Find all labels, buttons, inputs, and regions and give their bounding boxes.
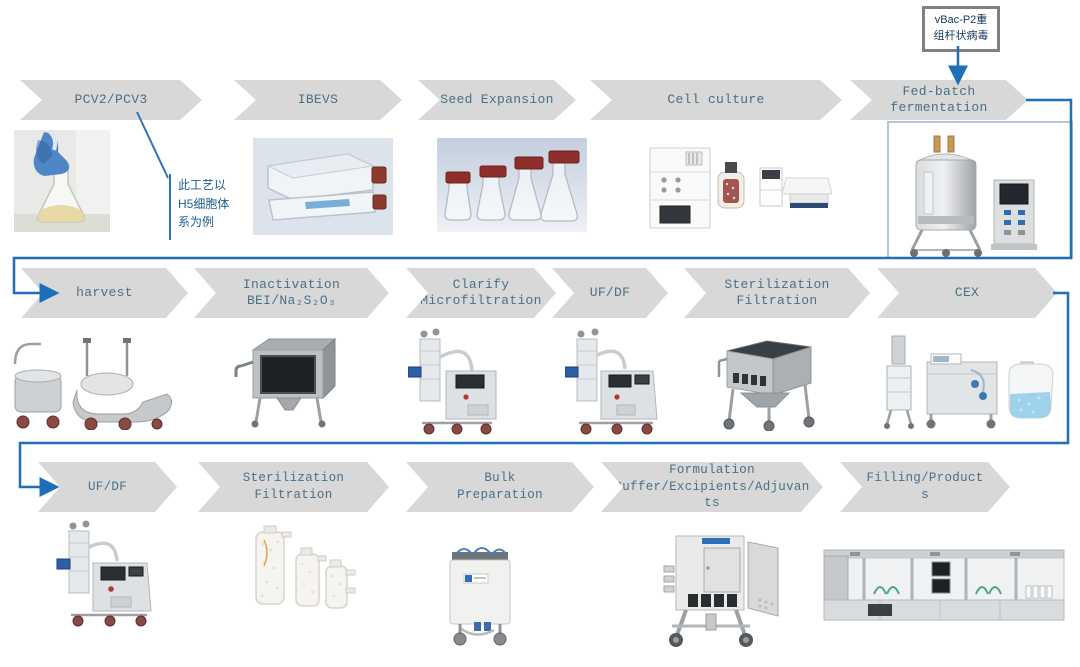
step-label: UF/DF xyxy=(87,479,127,494)
bulk-preparation-tank-image xyxy=(449,547,511,646)
step-arrow-clarify-microfiltration: Clarify Microfiltration xyxy=(406,268,556,318)
filling-line-image xyxy=(823,549,1065,621)
step-label: CEX xyxy=(954,284,980,300)
step-label: Fed-batch fermentation xyxy=(890,83,988,115)
step-arrow-sterilization-filtration-2: Sterilization Filtration xyxy=(198,462,389,512)
cell-flask-image xyxy=(253,138,393,235)
step-label: harvest xyxy=(76,284,133,300)
shake-flasks-image xyxy=(437,138,587,232)
step-arrow-bulk-preparation: Bulk Preparation xyxy=(406,462,594,512)
step-arrow-harvest: harvest xyxy=(21,268,188,318)
step-label: Formulation Buffer/Excipients/Adjuvan ts xyxy=(614,462,810,511)
note-leader-line xyxy=(136,111,171,240)
step-label: Bulk Preparation xyxy=(457,471,543,502)
process-note: 此工艺以 H5细胞体 系为例 xyxy=(178,178,230,230)
formulation-cart-image xyxy=(663,535,779,647)
step-label: Inactivation BEI/Na₂S₂O₃ xyxy=(242,276,341,308)
ufdf-skid-2-image xyxy=(56,520,152,627)
pcv-sample-image xyxy=(14,130,110,232)
filter-capsules-image xyxy=(255,525,356,609)
step-arrow-fed-batch-fermentation: Fed-batch fermentation xyxy=(850,80,1028,120)
step-arrow-seed-expansion: Seed Expansion xyxy=(418,80,576,120)
step-arrow-formulation: Formulation Buffer/Excipients/Adjuvan ts xyxy=(601,462,823,512)
inactivation-tank-image xyxy=(234,337,337,428)
vbac-p2-virus-box: vBac-P2重 组杆状病毒 xyxy=(922,6,1000,52)
step-arrow-inactivation: Inactivation BEI/Na₂S₂O₃ xyxy=(194,268,389,318)
step-label: Seed Expansion xyxy=(440,91,554,107)
step-arrow-cell-culture: Cell culture xyxy=(590,80,842,120)
step-arrow-ufdf-2: UF/DF xyxy=(38,462,177,512)
sterilization-filtration-tank-image xyxy=(717,340,815,431)
step-label: Sterilization Filtration xyxy=(724,276,830,308)
bioreactor-image xyxy=(910,135,1037,257)
vbac-p2-virus-label: vBac-P2重 组杆状病毒 xyxy=(933,14,989,42)
step-label: IBEVS xyxy=(297,91,339,107)
step-arrow-pcv2-pcv3: PCV2/PCV3 xyxy=(20,80,202,120)
harvest-equipment-image xyxy=(13,338,173,430)
step-arrow-ibevs: IBEVS xyxy=(234,80,402,120)
step-label: PCV2/PCV3 xyxy=(74,91,148,107)
step-label: Cell culture xyxy=(667,91,765,107)
step-arrow-sterilization-filtration: Sterilization Filtration xyxy=(684,268,870,318)
step-label: UF/DF xyxy=(589,284,631,300)
step-label: Sterilization Filtration xyxy=(242,471,345,502)
step-arrow-cex: CEX xyxy=(877,268,1057,318)
cex-chromatography-image xyxy=(884,335,1054,429)
microfiltration-skid-image xyxy=(408,328,497,435)
ufdf-skid-image xyxy=(565,328,658,435)
step-arrow-ufdf: UF/DF xyxy=(552,268,668,318)
incubator-shaker-image xyxy=(649,147,832,229)
step-label: Filling/Product s xyxy=(866,471,984,502)
step-label: Clarify Microfiltration xyxy=(420,276,542,308)
step-arrow-filling-products: Filling/Product s xyxy=(840,462,1010,512)
